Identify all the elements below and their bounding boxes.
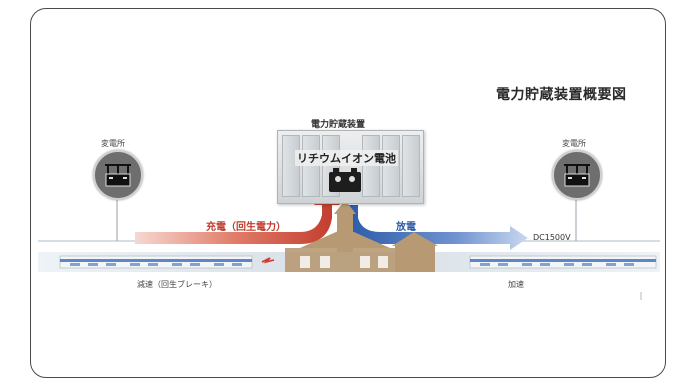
discharge-label: 放電 xyxy=(396,222,416,233)
spark-icon xyxy=(261,257,275,264)
battery-label: リチウムイオン電池 xyxy=(295,150,398,166)
storage-facility xyxy=(277,130,424,204)
substation-icon xyxy=(564,164,590,187)
diagram-graphics xyxy=(38,190,660,300)
discharge-arrow xyxy=(346,205,528,250)
substation-icon xyxy=(105,164,131,187)
cabinet xyxy=(302,135,320,197)
train-left xyxy=(59,255,253,269)
voltage-label: DC1500V xyxy=(533,233,571,242)
charge-label: 充電（回生電力） xyxy=(206,222,286,233)
battery-icon xyxy=(329,168,361,192)
decel-label: 減速（回生ブレーキ） xyxy=(137,280,217,289)
cabinet xyxy=(282,135,300,197)
diagram-title: 電力貯蔵装置概要図 xyxy=(496,87,627,103)
charge-arrow xyxy=(135,190,340,244)
accel-label: 加速 xyxy=(508,280,524,289)
cabinet xyxy=(402,135,420,197)
storage-label: 電力貯蔵装置 xyxy=(311,120,366,130)
cabinet xyxy=(382,135,400,197)
train-right xyxy=(469,255,657,269)
station-building-icon xyxy=(285,200,438,272)
cabinet xyxy=(362,135,380,197)
substation-right xyxy=(552,150,602,200)
substation-right-label: 変電所 xyxy=(562,139,586,148)
substation-left xyxy=(93,150,143,200)
substation-left-label: 変電所 xyxy=(101,139,125,148)
